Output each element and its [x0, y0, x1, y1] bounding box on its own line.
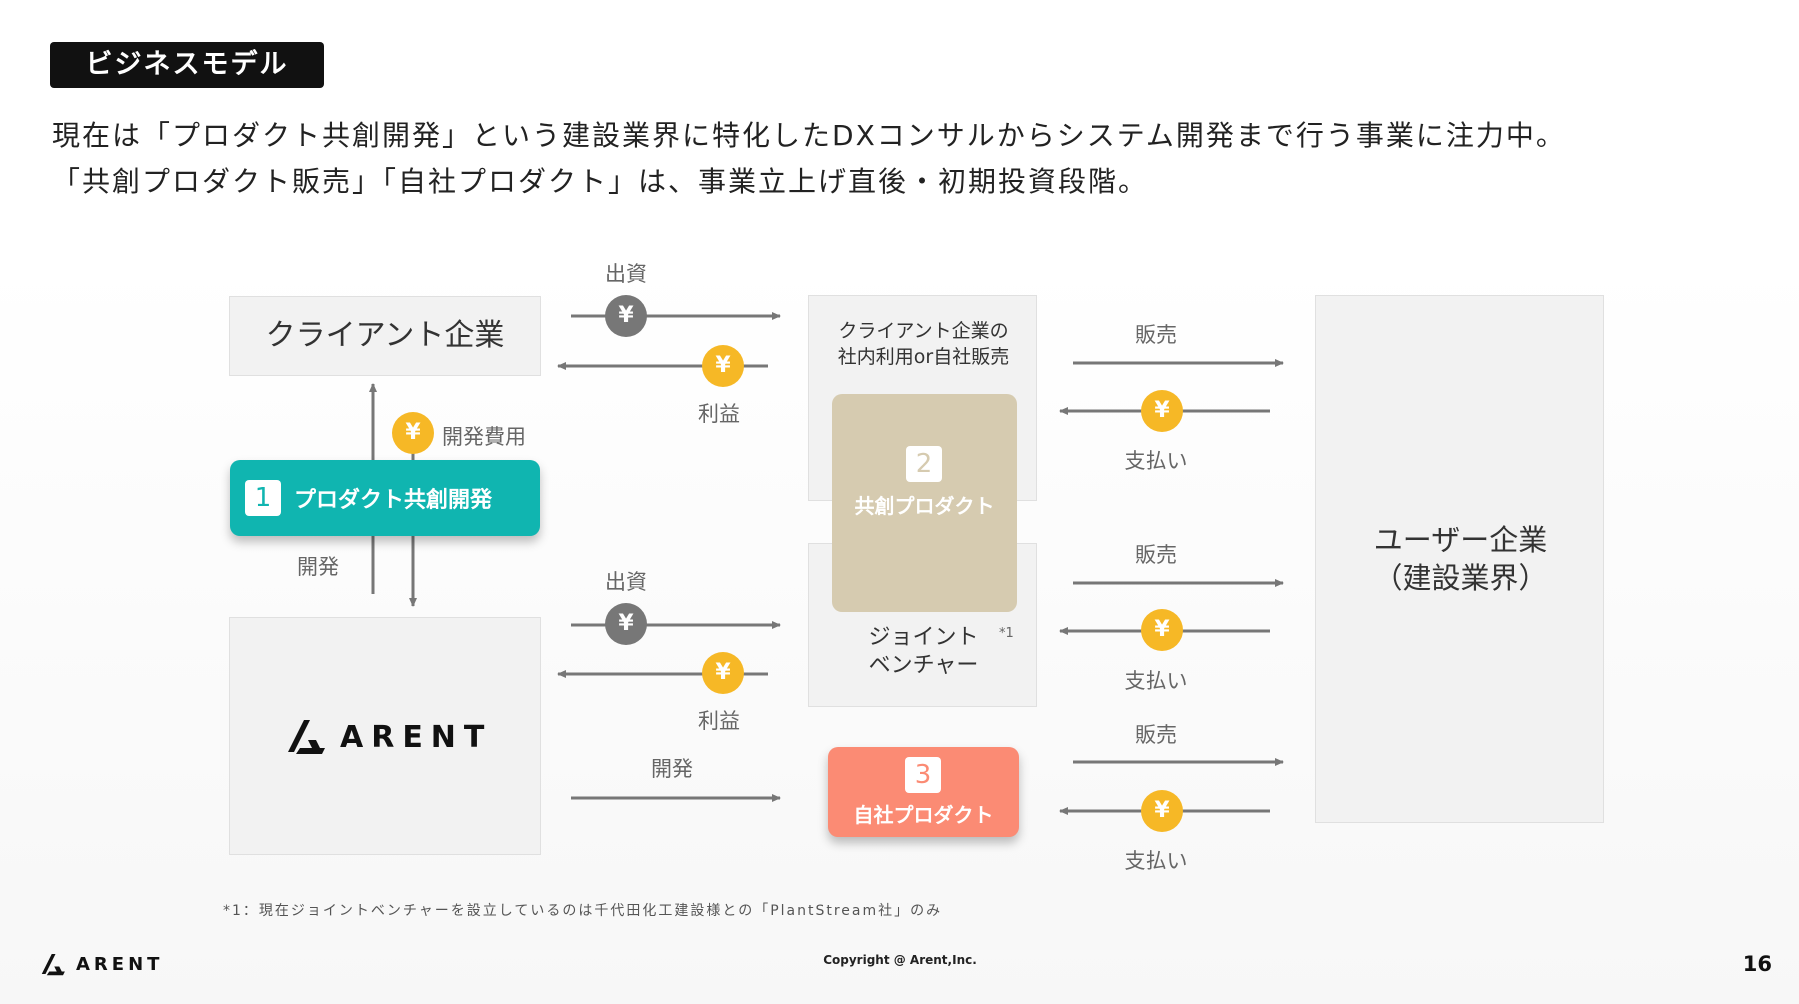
- footer-logo: ARENT: [38, 950, 159, 982]
- label-payment-3: 支払い: [1124, 849, 1188, 873]
- label-sale-3: 販売: [1135, 723, 1177, 747]
- arent-logo-mark-icon: [288, 720, 325, 754]
- card2-number: 2: [906, 446, 942, 482]
- card3-label: 自社プロダクト: [853, 803, 994, 827]
- card1-number: 1: [245, 480, 281, 516]
- coin-payment-2-icon: ¥: [1141, 609, 1183, 651]
- label-dev-left: 開発: [297, 555, 339, 579]
- card3-number: 3: [905, 757, 941, 793]
- card2-label: 共創プロダクト: [854, 494, 995, 518]
- label-payment-1: 支払い: [1124, 449, 1188, 473]
- client-company-label: クライアント企業: [265, 318, 505, 353]
- label-payment-2: 支払い: [1124, 669, 1188, 693]
- jv-line1: ジョイント: [868, 625, 979, 650]
- coin-investment-top-icon: ¥: [605, 295, 647, 337]
- card-co-creation-product: 2 共創プロダクト: [832, 394, 1017, 612]
- jv-note-mark: *1: [999, 626, 1014, 641]
- coin-dev-cost-icon: ¥: [392, 412, 434, 454]
- footer-logo-mark-icon: [41, 954, 65, 976]
- card-co-creation-development: 1 プロダクト共創開発: [230, 460, 540, 536]
- coin-profit-top-icon: ¥: [702, 345, 744, 387]
- label-dev-bottom: 開発: [651, 757, 693, 781]
- client-internal-line2: 社内利用or自社販売: [837, 346, 1010, 368]
- label-dev-cost: 開発費用: [442, 425, 526, 449]
- lead-text-line2: 「共創プロダクト販売」「自社プロダクト」は、事業立上げ直後・初期投資段階。: [52, 165, 1149, 198]
- card1-label: プロダクト共創開発: [294, 488, 493, 513]
- client-company-box: クライアント企業: [229, 296, 541, 376]
- user-company-box: ユーザー企業 （建設業界）: [1315, 295, 1604, 823]
- lead-text-line1: 現在は「プロダクト共創開発」という建設業界に特化したDXコンサルからシステム開発…: [52, 119, 1566, 152]
- label-investment-top: 出資: [605, 262, 647, 286]
- footnote: *1：現在ジョイントベンチャーを設立しているのは千代田化工建設様との「Plant…: [223, 903, 943, 919]
- coin-investment-mid-icon: ¥: [605, 603, 647, 645]
- arent-logo: ARENT: [282, 714, 484, 762]
- label-sale-2: 販売: [1135, 543, 1177, 567]
- label-profit-top: 利益: [698, 402, 740, 426]
- user-company-line1: ユーザー企業: [1373, 523, 1548, 557]
- label-sale-1: 販売: [1135, 323, 1177, 347]
- coin-payment-1-icon: ¥: [1141, 390, 1183, 432]
- card-own-product: 3 自社プロダクト: [828, 747, 1019, 837]
- page-number: 16: [1742, 952, 1772, 976]
- page-title-badge: ビジネスモデル: [50, 42, 324, 88]
- user-company-line2: （建設業界）: [1373, 561, 1548, 595]
- copyright: Copyright @ Arent,Inc.: [823, 953, 977, 967]
- client-internal-line1: クライアント企業の: [838, 320, 1009, 342]
- coin-profit-mid-icon: ¥: [702, 652, 744, 694]
- jv-line2: ベンチャー: [868, 653, 979, 678]
- coin-payment-3-icon: ¥: [1141, 790, 1183, 832]
- label-profit-mid: 利益: [698, 709, 740, 733]
- label-investment-mid: 出資: [605, 570, 647, 594]
- footer-logo-text: ARENT: [76, 954, 164, 975]
- arent-logo-text: ARENT: [340, 720, 493, 755]
- arent-box: ARENT: [229, 617, 541, 855]
